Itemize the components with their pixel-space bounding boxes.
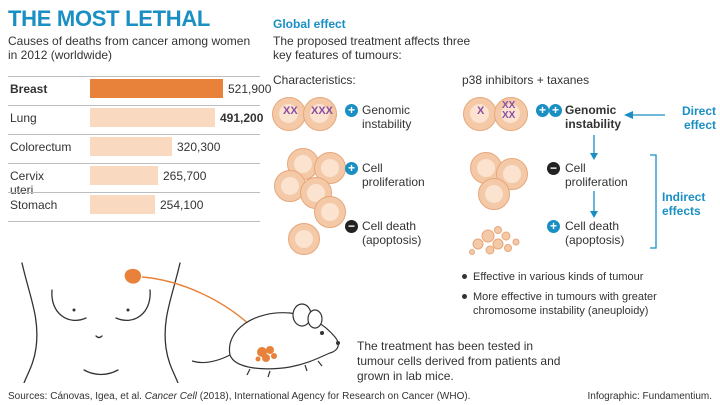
effect-arrows [590, 111, 665, 249]
row-bar [90, 108, 215, 127]
sources-line: Sources: Cánovas, Igea, et al. Cancer Ce… [8, 391, 470, 402]
char-cell-proliferation: Cell proliferation [362, 161, 425, 189]
indirect-effects-label: Indirect effects [662, 190, 706, 218]
tumour-cell-icon [478, 178, 510, 210]
sources-suffix: (2018), International Agency for Researc… [199, 391, 471, 402]
row-bar [90, 137, 172, 156]
bullet-text: Effective in various kinds of tumour [473, 271, 644, 283]
bullet-item: Effective in various kinds of tumour [462, 270, 702, 284]
tumour-cell-icon [314, 196, 346, 228]
treat-cell-proliferation: Cell proliferation [565, 161, 628, 189]
plus-icon: + [547, 220, 560, 233]
row-value: 265,700 [163, 169, 207, 183]
row-value: 491,200 [220, 111, 264, 125]
page-title: THE MOST LETHAL [8, 6, 211, 31]
row-divider [8, 105, 260, 106]
bullet-dot [462, 273, 467, 279]
treat-genomic-instability: Genomic instability [565, 103, 622, 131]
row-bar [90, 79, 223, 98]
plus-icon: + [549, 104, 562, 117]
female-torso-icon [21, 262, 181, 383]
row-divider [8, 163, 260, 164]
sources-journal: Cancer Cell [144, 391, 197, 402]
chromosome-icon: XX [283, 105, 298, 117]
row-value: 320,300 [177, 140, 221, 154]
row-divider [8, 76, 260, 77]
row-divider [8, 221, 260, 222]
chart-subtitle: Causes of deaths from cancer among women… [8, 34, 251, 62]
tumour-cell-icon [272, 97, 306, 131]
tumour-cell-icon [303, 97, 337, 131]
char-genomic-instability: Genomic instability [362, 103, 412, 131]
plus-icon: + [536, 104, 549, 117]
lab-mouse-icon [191, 303, 340, 378]
bullet-text: More effective in tumours with greater c… [473, 291, 657, 317]
global-effect-intro: The proposed treatment affects three key… [273, 34, 471, 62]
row-label: Colorectum [10, 140, 72, 154]
row-label: Breast [10, 82, 48, 96]
mouse-caption: The treatment has been tested in tumour … [357, 339, 561, 383]
bullet-item: More effective in tumours with greater c… [462, 290, 713, 318]
fragmented-cells-icon [469, 226, 520, 255]
tumour-cell-icon [288, 223, 320, 255]
treatment-label: p38 inhibitors + taxanes [462, 73, 590, 87]
chromosome-icon: XXX [311, 105, 334, 117]
direct-effect-label: Direct effect [681, 104, 716, 132]
row-bar [90, 195, 155, 214]
row-bar [90, 166, 158, 185]
sources-prefix: Sources: Cánovas, Igea, et al. [8, 391, 142, 402]
plus-icon: + [345, 162, 358, 175]
bullet-dot [462, 293, 467, 299]
row-label: Stomach [10, 198, 58, 212]
row-label: Lung [10, 111, 37, 125]
tumour-cell-icon [494, 97, 528, 131]
treat-cell-death: Cell death (apoptosis) [565, 219, 625, 247]
characteristics-label: Characteristics: [273, 73, 356, 87]
chromosome-icon: X [477, 105, 485, 117]
minus-icon: − [345, 220, 358, 233]
minus-icon: − [547, 162, 560, 175]
tumour-cell-icon [463, 97, 497, 131]
plus-icon: + [345, 104, 358, 117]
row-divider [8, 134, 260, 135]
row-value: 254,100 [160, 198, 204, 212]
row-value: 521,900 [228, 82, 272, 96]
char-cell-death: Cell death (apoptosis) [362, 219, 422, 247]
row-label: Cervix uteri [10, 169, 45, 197]
row-divider [8, 192, 260, 193]
credit: Infographic: Fundamentium. [587, 391, 712, 402]
global-effect-heading: Global effect [273, 17, 346, 31]
